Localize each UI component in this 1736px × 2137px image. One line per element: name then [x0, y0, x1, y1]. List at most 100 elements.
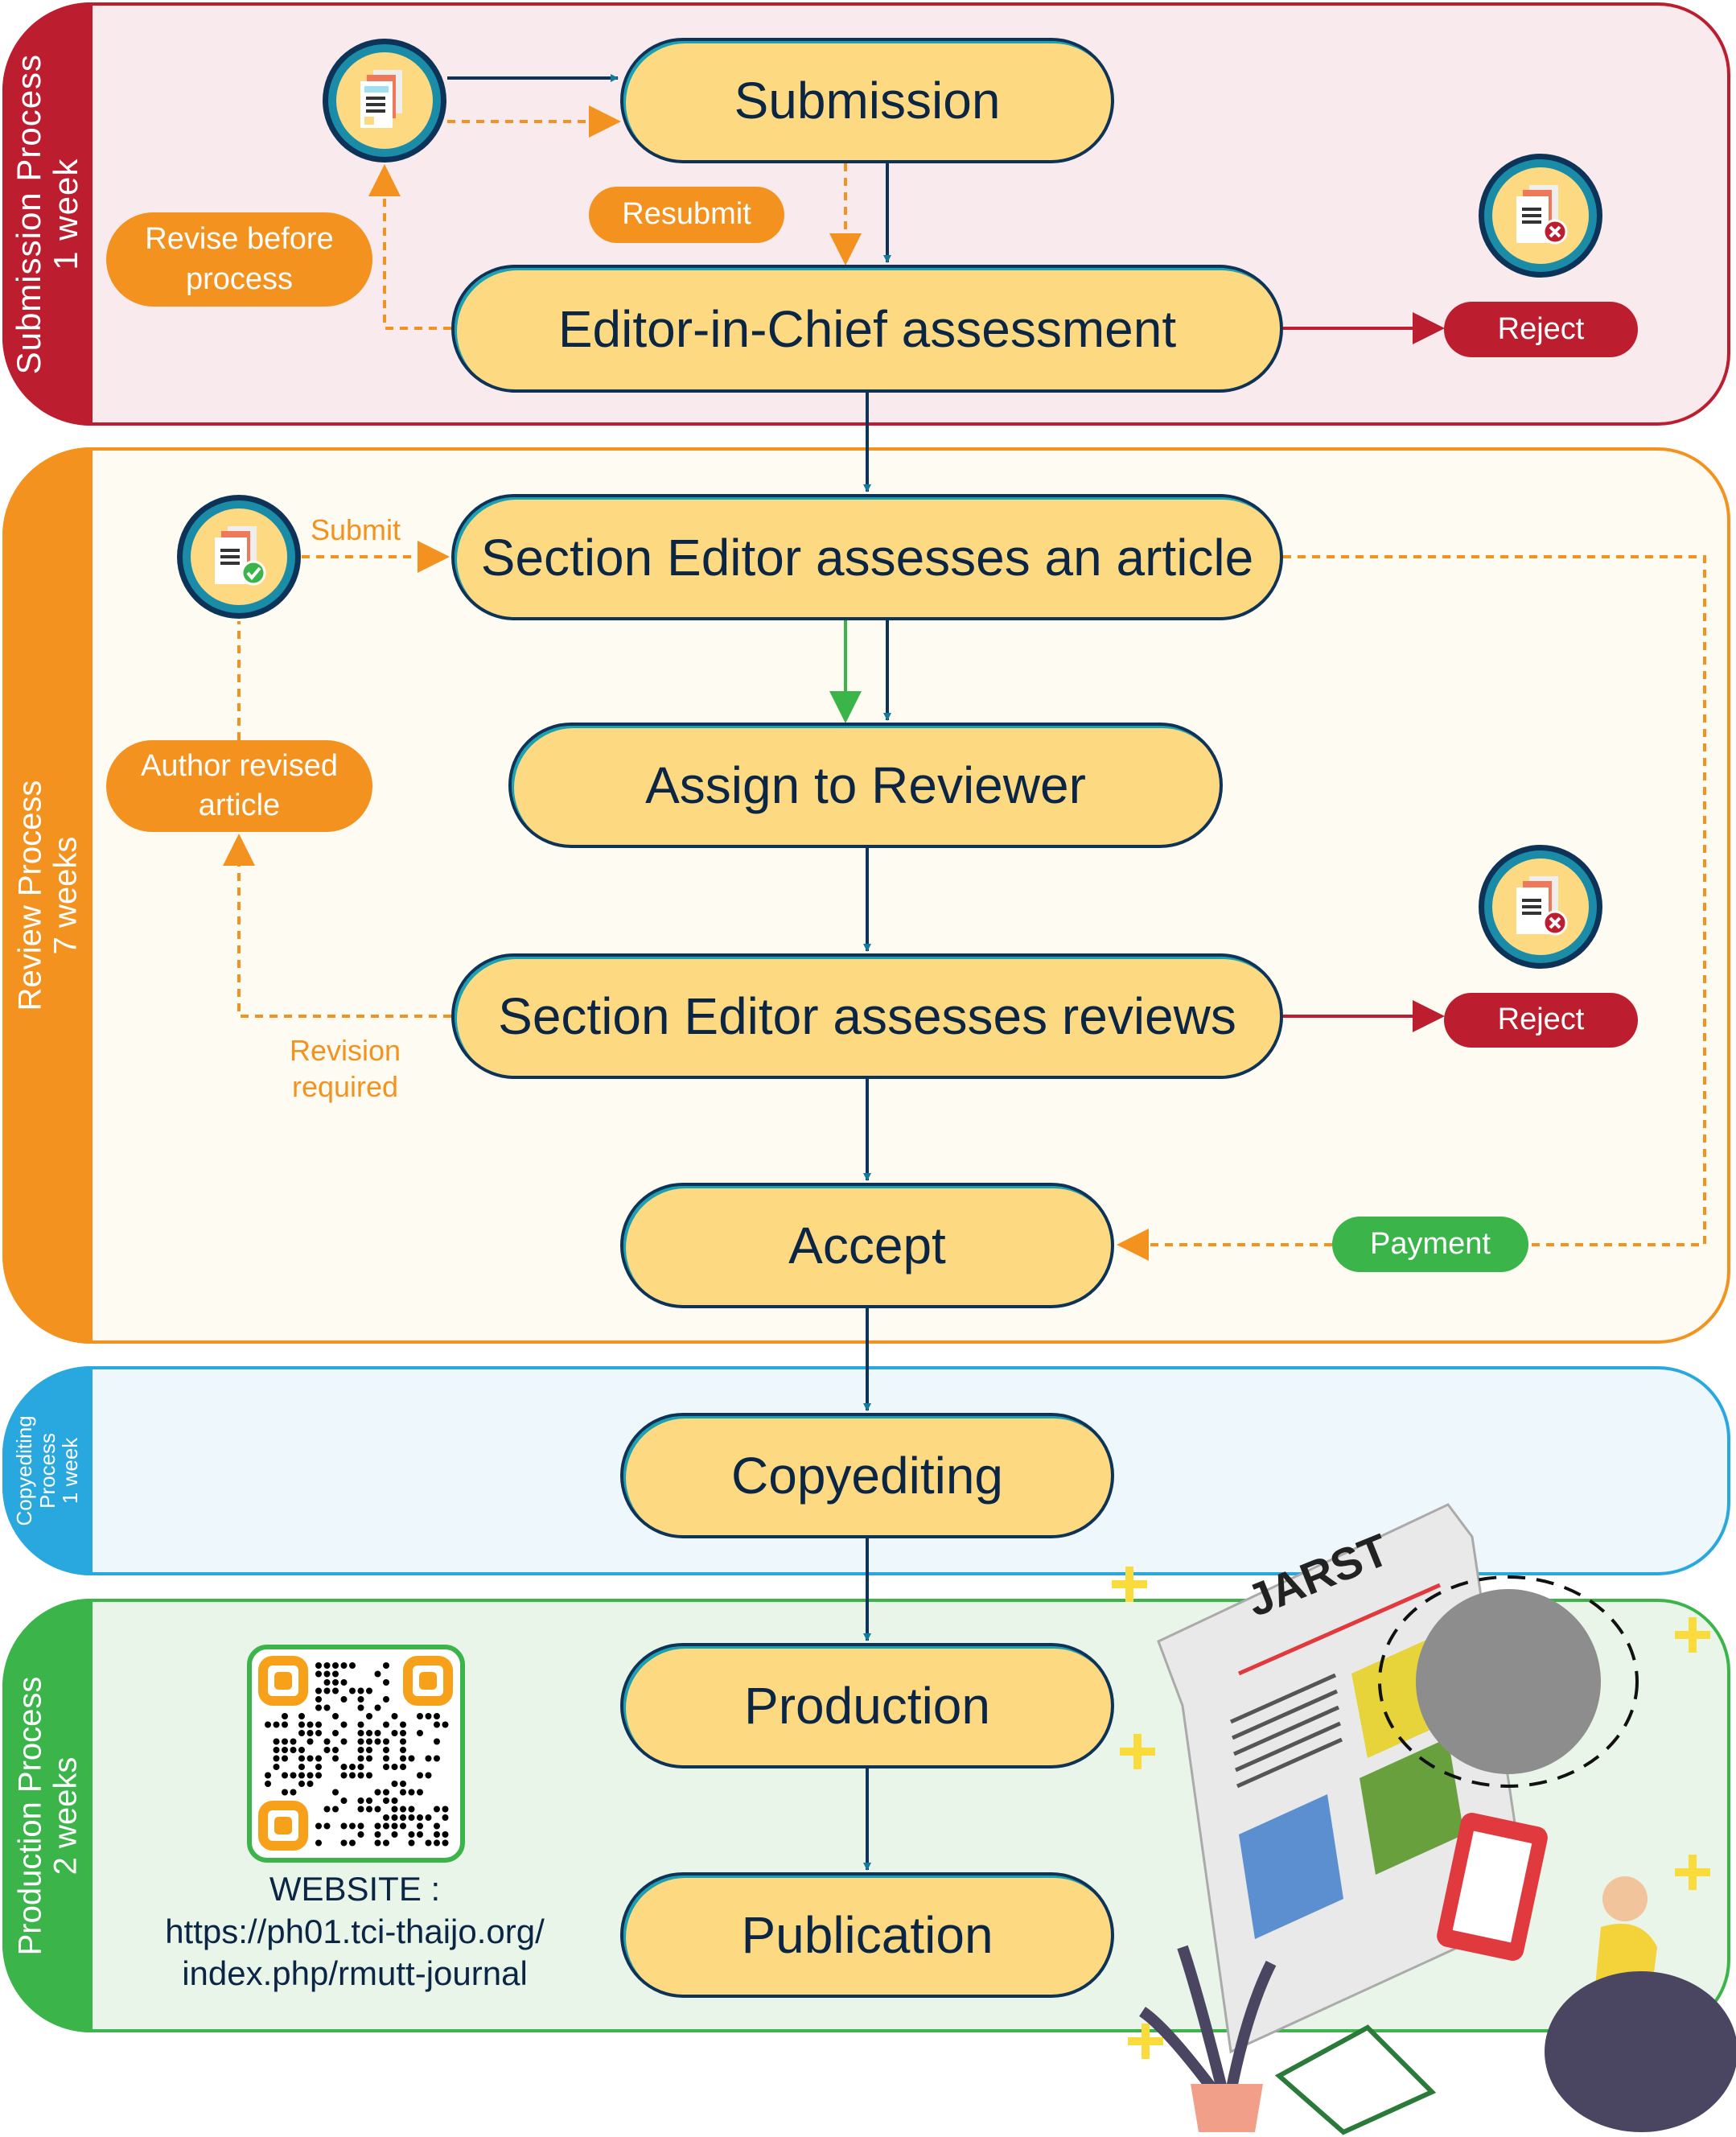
website-url-line-2[interactable]: index.php/rmutt-journal: [182, 1954, 528, 1992]
qr-dot: [315, 1764, 322, 1770]
qr-dot: [408, 1839, 415, 1847]
qr-dot: [374, 1831, 381, 1838]
qr-dot: [374, 1822, 381, 1830]
qr-dot: [332, 1662, 339, 1669]
qr-dot: [298, 1772, 305, 1779]
qr-dot: [340, 1772, 348, 1779]
plant-icon: [1138, 1945, 1277, 2096]
qr-dot: [315, 1687, 322, 1694]
qr-dot: [282, 1755, 288, 1762]
qr-dot: [349, 1839, 356, 1847]
qr-dot: [417, 1730, 423, 1736]
website-url-line-1[interactable]: https://ph01.tci-thaijo.org/: [165, 1913, 545, 1950]
qr-dot: [374, 1704, 381, 1711]
qr-dot: [332, 1670, 339, 1678]
qr-dot: [290, 1789, 297, 1796]
resubmit-label: Resubmit: [589, 187, 784, 243]
qr-dot: [366, 1747, 372, 1753]
qr-dot: [383, 1679, 389, 1686]
qr-dot: [383, 1789, 389, 1796]
qr-dot: [366, 1772, 372, 1779]
qr-dot: [442, 1831, 449, 1838]
submit-note: Submit: [310, 513, 401, 546]
qr-dot: [400, 1789, 406, 1796]
step-assign-to-reviewer: Assign to Reviewer: [508, 723, 1223, 848]
qr-dot: [332, 1755, 339, 1762]
qr-dot: [357, 1747, 364, 1753]
qr-dot: [391, 1781, 398, 1787]
qr-dot: [366, 1687, 372, 1694]
qr-dot: [349, 1822, 356, 1830]
qr-dot: [366, 1713, 372, 1719]
qr-dot: [315, 1730, 322, 1736]
qr-dot: [340, 1738, 348, 1745]
qr-dot: [340, 1696, 348, 1703]
qr-dot: [323, 1670, 331, 1678]
qr-dot: [265, 1781, 271, 1787]
qr-dot: [383, 1797, 389, 1804]
qr-dot: [374, 1738, 381, 1745]
qr-dot: [383, 1721, 389, 1728]
qr-dot: [340, 1721, 348, 1728]
qr-dot: [383, 1814, 389, 1821]
qr-dot: [400, 1738, 406, 1745]
qr-dot: [340, 1662, 348, 1669]
qr-dot: [391, 1814, 398, 1821]
qr-dot: [417, 1713, 423, 1719]
qr-dot: [391, 1822, 398, 1830]
qr-dot: [434, 1822, 440, 1830]
qr-dot: [332, 1679, 339, 1686]
qr-dot: [357, 1797, 364, 1804]
qr-dot: [383, 1755, 389, 1762]
qr-dot: [383, 1747, 389, 1753]
document-icon: [323, 39, 446, 163]
qr-dot: [374, 1806, 381, 1813]
label-line: article: [198, 789, 281, 822]
qr-dot: [357, 1822, 364, 1830]
qr-dot: [434, 1713, 440, 1719]
qr-dot: [400, 1781, 406, 1787]
qr-dot: [349, 1687, 356, 1694]
qr-dot: [408, 1789, 415, 1796]
qr-dot: [400, 1822, 406, 1830]
qr-dot: [273, 1738, 280, 1745]
qr-dot: [391, 1806, 398, 1813]
qr-dot: [442, 1814, 449, 1821]
payment-label: Payment: [1332, 1217, 1528, 1272]
qr-dot: [265, 1772, 271, 1779]
qr-dot: [417, 1814, 423, 1821]
qr-code: [247, 1645, 465, 1863]
qr-dot: [383, 1696, 389, 1703]
qr-dot: [298, 1781, 305, 1787]
qr-dot: [417, 1789, 423, 1796]
qr-dot: [332, 1713, 339, 1719]
website-label: WEBSITE :: [269, 1870, 441, 1908]
qr-dot: [391, 1831, 398, 1838]
qr-dot: [442, 1839, 449, 1847]
qr-dot: [298, 1747, 305, 1753]
step-section-editor-assesses-reviews: Section Editor assesses reviews: [451, 953, 1283, 1079]
qr-dot: [273, 1747, 280, 1753]
qr-dot: [434, 1738, 440, 1745]
qr-dot: [425, 1814, 432, 1821]
qr-dot: [282, 1738, 288, 1745]
qr-dot: [391, 1713, 398, 1719]
qr-dot: [417, 1772, 423, 1779]
document-rejected-icon: [1479, 845, 1602, 969]
qr-dot: [323, 1822, 331, 1830]
qr-dot: [357, 1738, 364, 1745]
step-copyediting: Copyediting: [620, 1413, 1114, 1538]
qr-dot: [383, 1839, 389, 1847]
qr-dot: [383, 1662, 389, 1669]
qr-dot: [357, 1704, 364, 1711]
qr-dot: [273, 1755, 280, 1762]
qr-dot: [400, 1747, 406, 1753]
open-book-icon: [1274, 2024, 1437, 2135]
qr-dot: [408, 1806, 415, 1813]
qr-dot: [383, 1738, 389, 1745]
qr-dot: [298, 1721, 305, 1728]
